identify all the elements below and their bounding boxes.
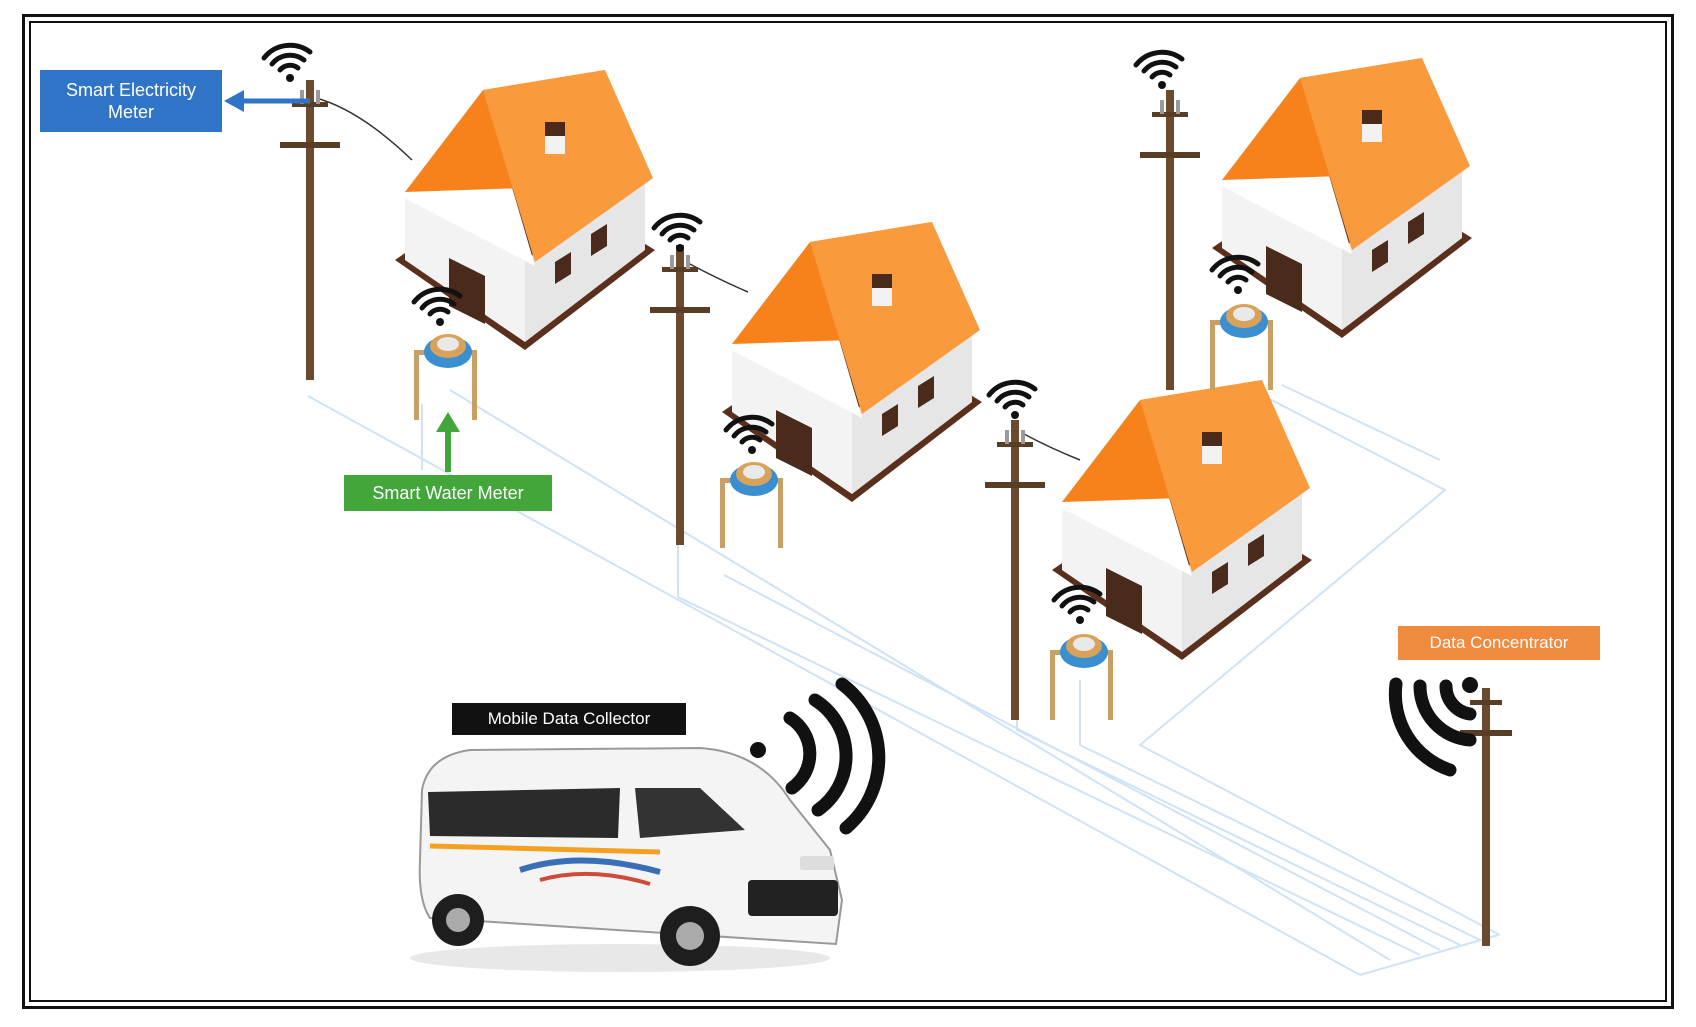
arrow-icon bbox=[224, 90, 310, 112]
wifi-signal-icon bbox=[654, 215, 700, 252]
utility-pole-icon bbox=[985, 420, 1045, 720]
wifi-signal-icon bbox=[264, 45, 310, 82]
water-meter-icon bbox=[720, 462, 783, 548]
utility-pole-icon bbox=[650, 245, 710, 545]
utility-pole-icon bbox=[1140, 90, 1200, 390]
smart-water-meter-label: Smart Water Meter bbox=[344, 475, 552, 511]
van-icon bbox=[410, 746, 844, 972]
wifi-signal-icon bbox=[750, 677, 886, 835]
house-icon bbox=[722, 222, 982, 502]
data-concentrator-label: Data Concentrator bbox=[1398, 626, 1600, 660]
house-icon bbox=[1052, 380, 1312, 660]
water-meter-icon bbox=[1210, 304, 1273, 390]
wifi-signal-icon bbox=[1136, 52, 1182, 89]
utility-pole-icon bbox=[280, 80, 340, 380]
smart-electricity-meter-label: Smart Electricity Meter bbox=[40, 70, 222, 132]
house-icon bbox=[1212, 58, 1472, 338]
arrow-icon bbox=[436, 412, 460, 472]
mobile-data-collector-label: Mobile Data Collector bbox=[452, 703, 686, 735]
water-meter-icon bbox=[414, 334, 477, 420]
utility-pole-icon bbox=[1460, 688, 1512, 946]
wifi-signal-icon bbox=[989, 382, 1035, 419]
water-meter-icon bbox=[1050, 634, 1113, 720]
wifi-signal-icon bbox=[1388, 677, 1478, 777]
power-wires bbox=[315, 97, 1081, 461]
